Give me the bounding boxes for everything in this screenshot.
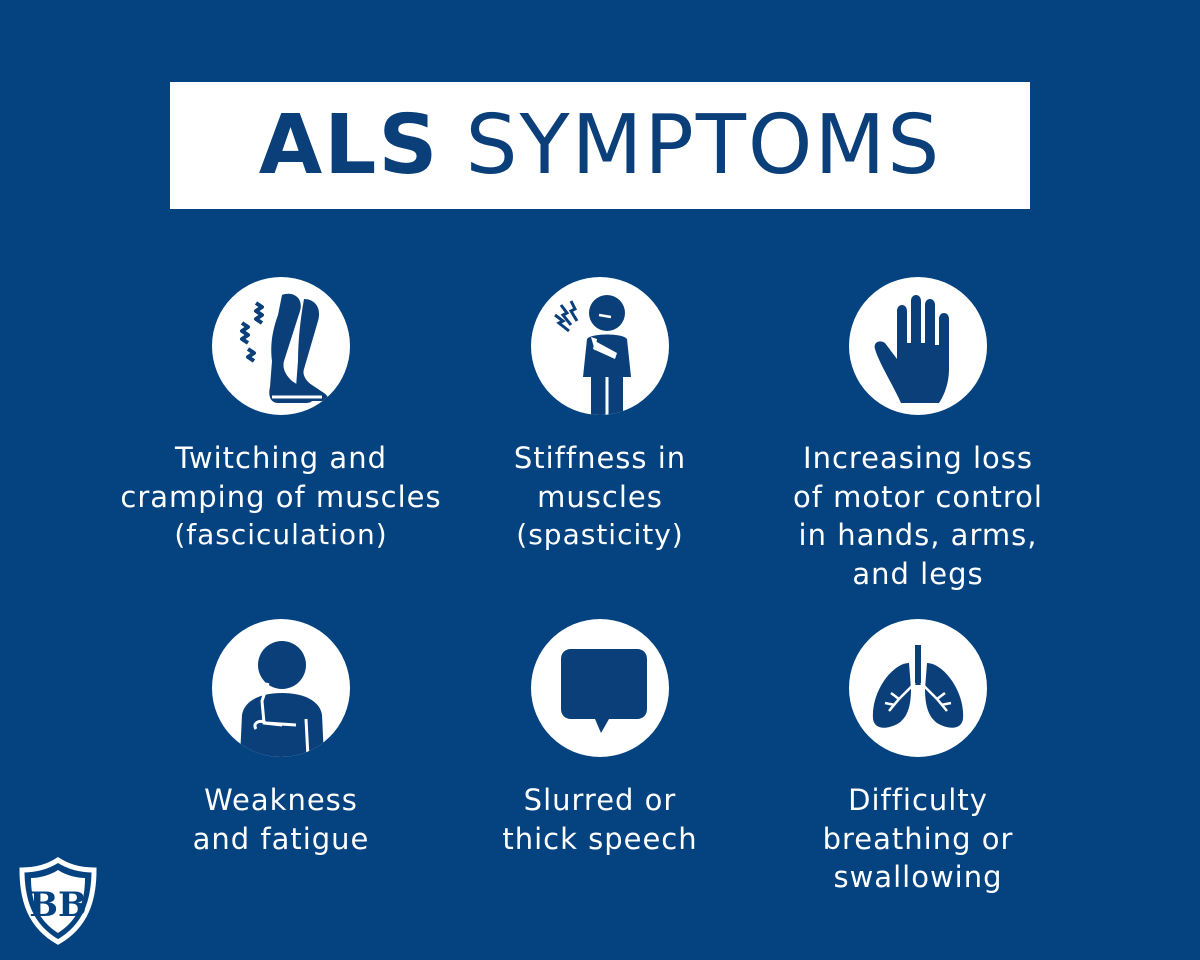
stiff-shoulder-person-icon: [531, 277, 669, 415]
symptom-line: Stiffness in: [513, 441, 687, 475]
symptom-line: of motor control: [793, 479, 1043, 514]
symptom-line: and fatigue: [192, 821, 370, 856]
title-banner: ALS SYMPTOMS: [170, 82, 1030, 209]
symptom-line: and legs: [852, 556, 984, 591]
logo-letters: BB: [29, 885, 86, 925]
symptom-line: in hands, arms,: [798, 518, 1038, 552]
symptom-label: Stiffness in muscles (spasticity): [430, 439, 770, 555]
speech-bubble-icon: [531, 619, 669, 757]
symptom-line: thick speech: [502, 821, 698, 856]
symptom-line: Slurred or: [523, 783, 677, 817]
symptom-label: Slurred or thick speech: [430, 781, 770, 858]
hand-icon: [849, 277, 987, 415]
symptom-line: muscles: [537, 479, 663, 514]
symptom-card-twitching: Twitching and cramping of muscles (fasci…: [111, 277, 451, 555]
symptom-line: Weakness: [204, 783, 358, 817]
title-bold: ALS: [258, 97, 440, 193]
symptom-label: Increasing loss of motor control in hand…: [748, 439, 1088, 593]
symptom-line: Twitching and: [174, 441, 387, 475]
title-light: SYMPTOMS: [465, 97, 942, 193]
symptom-label: Weakness and fatigue: [111, 781, 451, 858]
shield-logo-icon: BB: [16, 856, 100, 946]
symptom-label: Twitching and cramping of muscles (fasci…: [111, 439, 451, 555]
symptom-card-motor-control: Increasing loss of motor control in hand…: [748, 277, 1088, 593]
symptom-card-speech: Slurred or thick speech: [430, 619, 770, 858]
symptom-note: (fasciculation): [174, 518, 388, 551]
symptom-line: cramping of muscles: [120, 479, 442, 514]
symptom-line: swallowing: [833, 860, 1003, 894]
symptom-card-stiffness: Stiffness in muscles (spasticity): [430, 277, 770, 555]
symptom-line: breathing or: [822, 821, 1014, 856]
symptom-label: Difficulty breathing or swallowing: [748, 781, 1088, 897]
lungs-icon: [849, 619, 987, 757]
symptom-note: (spasticity): [516, 518, 684, 551]
symptom-line: Increasing loss: [803, 441, 1033, 475]
symptom-card-weakness: Weakness and fatigue: [111, 619, 451, 858]
twitching-legs-icon: [212, 277, 350, 415]
symptom-card-breathing: Difficulty breathing or swallowing: [748, 619, 1088, 897]
symptom-line: Difficulty: [848, 783, 988, 817]
fatigued-person-icon: [212, 619, 350, 757]
